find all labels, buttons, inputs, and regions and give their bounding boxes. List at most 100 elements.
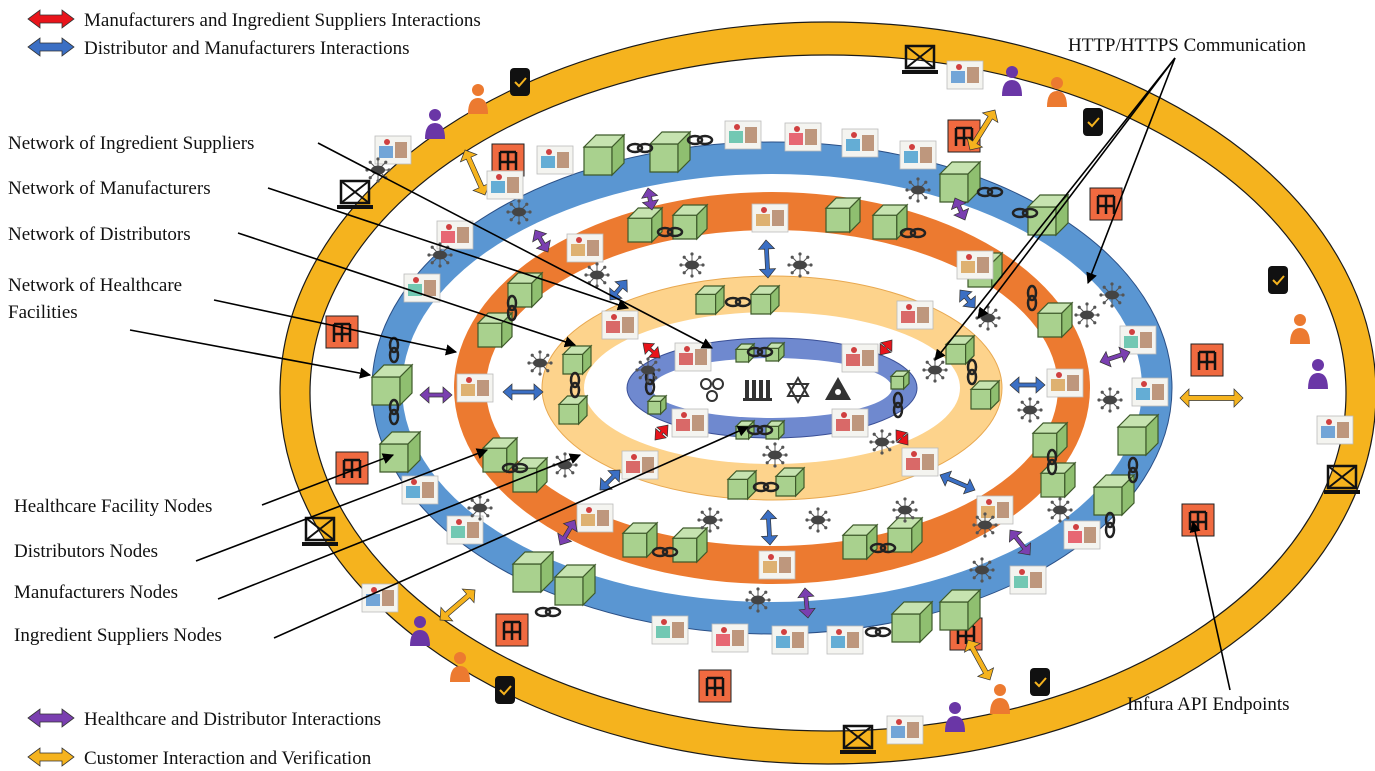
customer-icon [1308,359,1328,389]
double-arrow-icon [27,747,75,767]
truck-icon [956,250,994,280]
legend-top: Manufacturers and Ingredient Suppliers I… [27,9,481,59]
cloud-network-icon [1074,302,1100,328]
chain-link-icon [899,227,927,239]
factory-icon [671,408,709,438]
label-ingredient-suppliers-network: Network of Ingredient Suppliers [8,133,254,154]
hospital-icon [1131,377,1169,407]
cube-node-icon [626,206,664,244]
legend-item-red: Manufacturers and Ingredient Suppliers I… [27,9,481,31]
medical-kit-icon [784,122,822,152]
legend-bottom: Healthcare and Distributor Interactions … [27,708,381,769]
hospital-icon [724,120,762,150]
chain-link-icon [746,346,774,358]
api-endpoint-icon [698,669,732,703]
truck-icon [456,373,494,403]
test-tubes-icon [743,380,772,401]
customer-app-icon [886,715,924,745]
hexagram-icon [786,375,810,405]
label-ingredient-nodes: Ingredient Suppliers Nodes [14,625,222,646]
cube-node-icon [582,133,626,177]
factory-icon [601,310,639,340]
chain-link-icon [501,462,529,474]
chain-link-icon [534,606,562,618]
label-http: HTTP/HTTPS Communication [1068,35,1307,56]
right-labels: HTTP/HTTPS Communication Infura API Endp… [1068,35,1307,715]
hospital-icon [651,615,689,645]
chain-link-icon [1104,511,1116,539]
pointer-line [261,453,395,506]
factory-icon [841,343,879,373]
truck-icon [1046,368,1084,398]
double-arrow-icon [532,229,551,253]
truck-icon [751,203,789,233]
baby-icon [1290,314,1310,344]
cube-node-icon [646,394,668,416]
cube-node-icon [774,466,806,498]
cube-node-icon [378,430,422,474]
chain-link-icon [869,542,897,554]
cloud-network-icon [905,177,931,203]
double-arrow-icon [459,149,491,196]
medical-kit-icon [711,623,749,653]
double-arrow-icon [959,289,976,309]
api-endpoint-icon [335,451,369,485]
factory-icon [831,408,869,438]
pointer-line [213,299,458,356]
api-endpoint-icon [1089,187,1123,221]
cube-node-icon [1116,413,1160,457]
customer-icon [425,109,445,139]
double-arrow-icon [879,339,893,356]
api-endpoint-icon [495,613,529,647]
smartwatch-icon [1083,108,1103,136]
hospital-icon [1119,325,1157,355]
cube-node-icon [370,363,414,407]
cloud-network-icon [805,507,831,533]
baby-icon [450,652,470,682]
cube-node-icon [764,419,786,441]
double-arrow-icon [950,197,970,221]
customer-app-icon [1316,415,1354,445]
cube-node-icon [969,379,1001,411]
cube-node-icon [561,344,593,376]
cloud-network-icon [869,429,895,455]
hazard-icon [825,377,851,400]
label-distributors-network: Network of Distributors [8,224,191,245]
cube-node-icon [511,550,555,594]
double-arrow-icon [757,239,777,279]
ring-icons-layer [302,44,1360,754]
chain-link-icon [506,294,518,322]
label-healthcare-network-1: Network of Healthcare [8,275,182,296]
cube-node-icon [1092,473,1136,517]
double-arrow-icon [439,588,476,622]
double-arrow-icon [759,509,779,546]
legend-label: Healthcare and Distributor Interactions [84,709,381,730]
cube-node-icon [749,284,781,316]
cloud-network-icon [922,357,948,383]
chain-link-icon [1046,448,1058,476]
cube-node-icon [506,271,544,309]
cloud-network-icon [975,305,1001,331]
molecule-icon [700,378,724,402]
chain-link-icon [892,391,904,419]
chain-link-icon [976,186,1004,198]
left-labels: Network of Ingredient Suppliers Network … [8,133,254,646]
double-arrow-icon [599,469,621,491]
chain-link-icon [752,481,780,493]
cube-node-icon [553,563,597,607]
cube-node-icon [621,521,659,559]
cloud-network-icon [1097,387,1123,413]
factory-icon [901,447,939,477]
cube-node-icon [557,394,589,426]
smartwatch-icon [495,676,515,704]
cube-node-icon [734,342,756,364]
double-arrow-icon [895,429,909,446]
chain-link-icon [966,358,978,386]
cube-node-icon [1039,461,1077,499]
factory-icon [674,342,712,372]
cube-node-icon [671,203,709,241]
pointer-line [129,329,372,379]
cloud-network-icon [1099,282,1125,308]
truck-icon [758,550,796,580]
double-arrow-icon [27,37,75,57]
